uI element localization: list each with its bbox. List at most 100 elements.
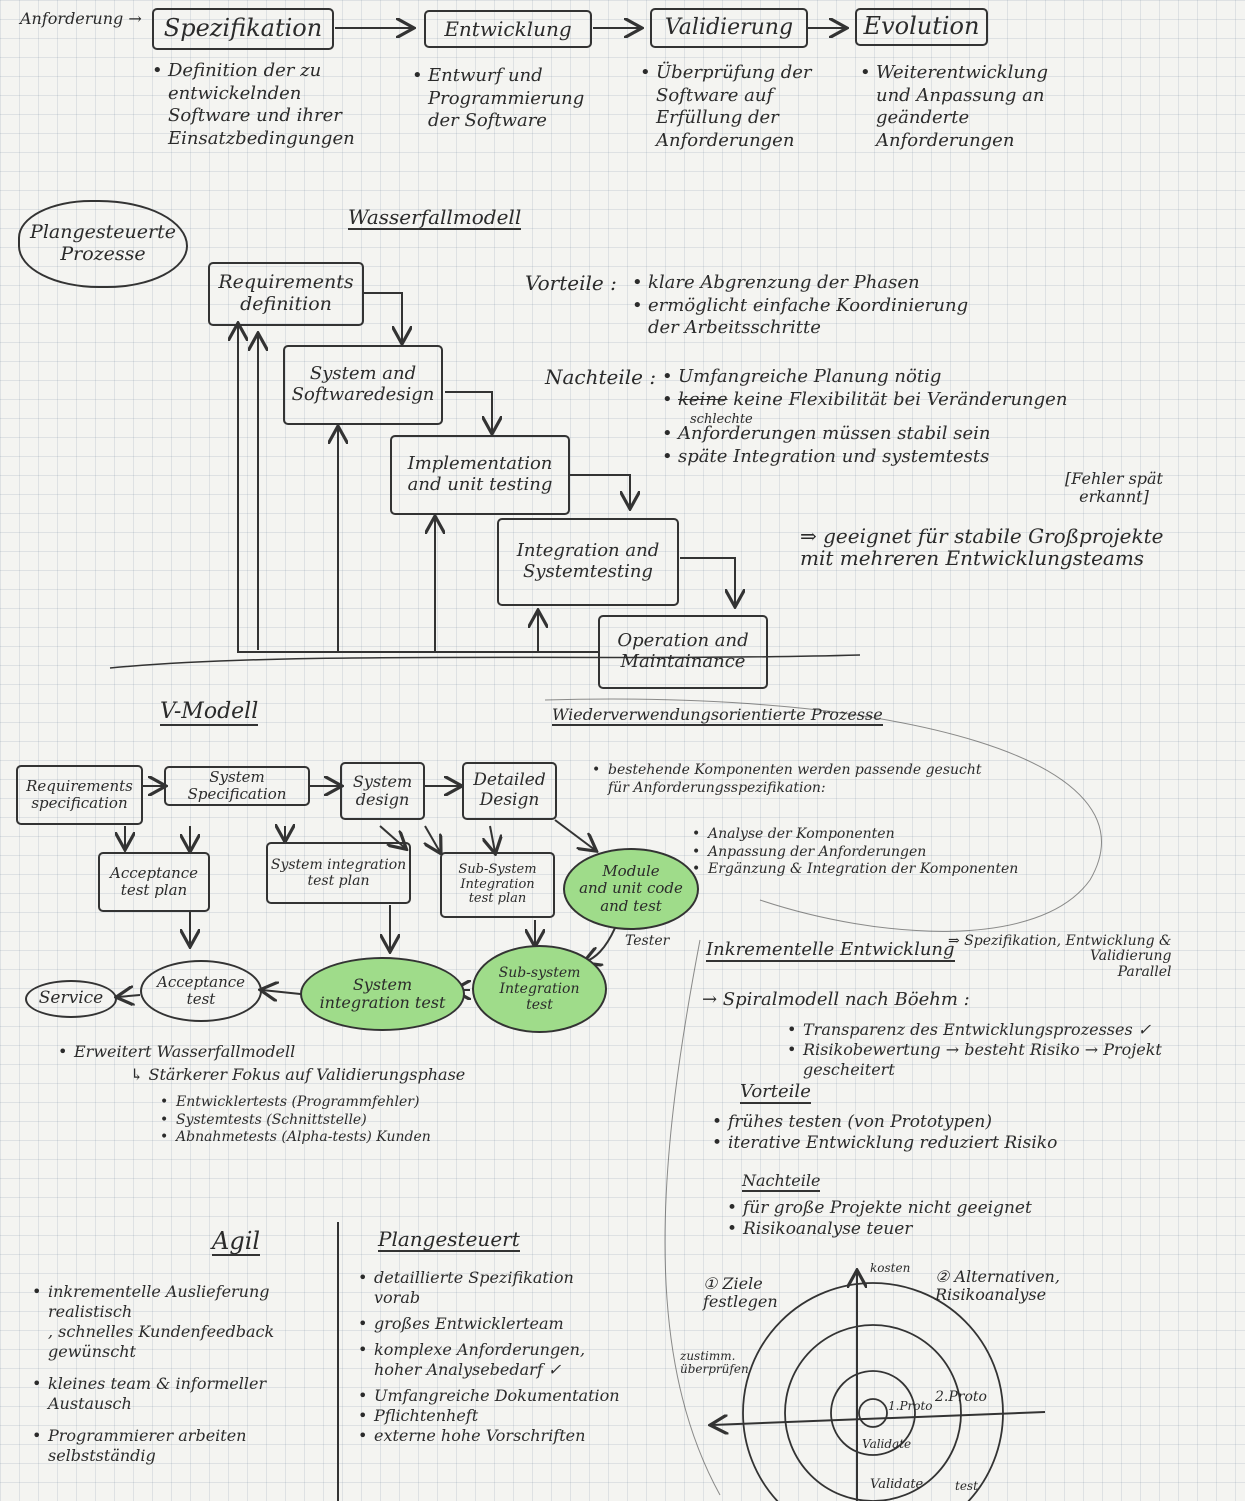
vmodel-notes: Erweitert Wasserfallmodell xyxy=(56,1042,476,1062)
vmodel-note-item: Entwicklertests (Programmfehler) xyxy=(158,1094,498,1112)
phase-entwicklung: Entwicklung xyxy=(424,10,592,48)
spiral-q2: ② Alternativen, Risikoanalyse xyxy=(935,1267,1060,1304)
spiral-title: → Spiralmodell nach Böehm : xyxy=(702,989,970,1010)
spiral-item: Risikobewertung → besteht Risiko → Proje… xyxy=(785,1040,1205,1080)
agil-title: Agil xyxy=(212,1227,261,1257)
waterfall-cons-label: Nachteile : xyxy=(545,365,657,389)
spiral-label: 1.Proto xyxy=(888,1399,933,1413)
vmodel-subsystem-plan: Sub-System Integration test plan xyxy=(440,852,555,918)
phase-desc-item: Überprüfung der Software auf Erfüllung d… xyxy=(638,62,838,152)
reuse-item: Ergänzung & Integration der Komponenten xyxy=(690,861,1060,879)
waterfall-conclusion: ⇒ geeignet für stabile Großprojekte mit … xyxy=(800,524,1164,570)
waterfall-con-item: späte Integration und systemtests xyxy=(660,446,1120,469)
vmodel-note-item: Abnahmetests (Alpha-tests) Kunden xyxy=(158,1129,498,1147)
phase-entwicklung-desc: Entwurf und Programmierung der Software xyxy=(410,65,610,133)
phase-desc-item: Entwurf und Programmierung der Software xyxy=(410,65,610,133)
spiral-list: Transparenz des Entwicklungsprozesses ✓ … xyxy=(785,1020,1205,1080)
waterfall-step-requirements: Requirements definition xyxy=(208,262,364,326)
phase-validierung: Validierung xyxy=(650,8,808,48)
waterfall-step-implementation: Implementation and unit testing xyxy=(390,435,570,515)
vmodel-module-unit: Module and unit code and test xyxy=(563,848,699,930)
cloud-plangesteuerte-prozesse: Plangesteuerte Prozesse xyxy=(18,200,188,288)
vmodel-requirements-spec: Requirements specification xyxy=(16,765,143,825)
incremental-pro-item: iterative Entwicklung reduziert Risiko xyxy=(710,1133,1110,1155)
plan-item: detaillierte Spezifikation vorab xyxy=(356,1268,666,1308)
plan-item: externe hohe Vorschriften xyxy=(356,1426,666,1446)
waterfall-step-design: System and Softwaredesign xyxy=(283,345,443,425)
waterfall-pro-item: klare Abgrenzung der Phasen xyxy=(630,272,1050,295)
vmodel-system-integration-plan: System integration test plan xyxy=(266,842,411,904)
waterfall-con-item: keine keine Flexibilität bei Veränderung… xyxy=(660,389,1120,412)
incremental-title: Inkrementelle Entwicklung xyxy=(706,939,955,962)
waterfall-con-strike: keine xyxy=(678,388,728,410)
waterfall-con-item: Umfangreiche Planung nötig xyxy=(660,366,1120,389)
incremental-pros-title: Vorteile xyxy=(740,1081,811,1104)
phase-evolution: Evolution xyxy=(855,8,988,46)
vmodel-tester-label: Tester xyxy=(625,933,670,949)
waterfall-bracket-note: [Fehler spät erkannt] xyxy=(1065,469,1163,506)
plan-item: großes Entwicklerteam xyxy=(356,1314,666,1334)
spiral-axis-top: kosten xyxy=(870,1261,911,1275)
phase-validierung-desc: Überprüfung der Software auf Erfüllung d… xyxy=(638,62,838,152)
waterfall-cons-list: Umfangreiche Planung nötig keine keine F… xyxy=(660,366,1120,468)
spiral-label: test xyxy=(955,1479,978,1493)
plan-item: komplexe Anforderungen, hoher Analysebed… xyxy=(356,1340,666,1380)
reuse-title: Wiederverwendungsorientierte Prozesse xyxy=(552,705,883,726)
waterfall-con-item: Anforderungen müssen stabil sein xyxy=(660,423,1120,446)
vmodel-system-integration-test: System integration test xyxy=(300,957,465,1031)
spiral-label: 2.Proto xyxy=(935,1389,987,1405)
incremental-pros: frühes testen (von Prototypen) iterative… xyxy=(710,1112,1110,1155)
incremental-pro-item: frühes testen (von Prototypen) xyxy=(710,1112,1110,1134)
reuse-main: bestehende Komponenten werden passende g… xyxy=(590,762,990,797)
vmodel-acceptance-test: Acceptance test xyxy=(140,960,262,1022)
incremental-note: ⇒ Spezifikation, Entwicklung & Validieru… xyxy=(948,933,1172,980)
vmodel-system-design: System design xyxy=(340,762,425,820)
waterfall-step-operation: Operation and Maintainance xyxy=(598,615,768,689)
waterfall-cons-correction: schlechte xyxy=(690,412,753,427)
phases-lead: Anforderung → xyxy=(20,9,142,28)
vmodel-title: V-Modell xyxy=(160,699,259,727)
agil-item: kleines team & informeller Austausch xyxy=(30,1374,335,1414)
waterfall-pros-list: klare Abgrenzung der Phasen ermöglicht e… xyxy=(630,272,1050,340)
vmodel-system-spec: System Specification xyxy=(164,766,310,806)
spiral-q1: ① Ziele festlegen xyxy=(703,1274,778,1311)
spiral-left-label: zustimm. überprüfen xyxy=(680,1349,749,1377)
reuse-list: Analyse der Komponenten Anpassung der An… xyxy=(690,826,1060,879)
waterfall-pro-item: ermöglicht einfache Koordinierung der Ar… xyxy=(630,295,1050,340)
phase-evolution-desc: Weiterentwicklung und Anpassung an geänd… xyxy=(858,62,1088,152)
plan-item: Umfangreiche Dokumentation xyxy=(356,1386,666,1406)
incremental-cons: für große Projekte nicht geeignet Risiko… xyxy=(725,1198,1125,1241)
spiral-label: Validate xyxy=(862,1437,912,1451)
incremental-con-item: für große Projekte nicht geeignet xyxy=(725,1198,1125,1220)
incremental-cons-title: Nachteile xyxy=(742,1171,821,1192)
plan-list: detaillierte Spezifikation vorab großes … xyxy=(356,1268,666,1446)
spiral-item: Transparenz des Entwicklungsprozesses ✓ xyxy=(785,1020,1205,1040)
reuse-main-item: bestehende Komponenten werden passende g… xyxy=(590,762,990,797)
spiral-label: Validate xyxy=(870,1477,924,1492)
reuse-item: Analyse der Komponenten xyxy=(690,826,1060,844)
plan-item: Pflichtenheft xyxy=(356,1406,666,1426)
reuse-item: Anpassung der Anforderungen xyxy=(690,844,1060,862)
vmodel-notes-sub: ↳ Stärkerer Fokus auf Validierungsphase xyxy=(130,1065,466,1084)
agil-item: Programmierer arbeiten selbstständig xyxy=(30,1426,335,1466)
vmodel-detailed-design: Detailed Design xyxy=(462,762,557,820)
waterfall-title: Wasserfallmodell xyxy=(348,205,522,230)
vmodel-note-item: Systemtests (Schnittstelle) xyxy=(158,1112,498,1130)
vmodel-service: Service xyxy=(25,980,117,1018)
incremental-con-item: Risikoanalyse teuer xyxy=(725,1219,1125,1241)
agil-list: inkrementelle Auslieferung realistisch ,… xyxy=(30,1282,335,1466)
waterfall-con-text: keine Flexibilität bei Veränderungen xyxy=(733,388,1068,410)
waterfall-pros-label: Vorteile : xyxy=(525,271,617,295)
phase-spezifikation-desc: Definition der zu entwickelnden Software… xyxy=(150,60,380,150)
vmodel-notes-list: Entwicklertests (Programmfehler) Systemt… xyxy=(158,1094,498,1147)
vmodel-acceptance-plan: Acceptance test plan xyxy=(98,852,210,912)
waterfall-step-integration: Integration and Systemtesting xyxy=(497,518,679,606)
phase-desc-item: Definition der zu entwickelnden Software… xyxy=(150,60,380,150)
vmodel-subsystem-test: Sub-system Integration test xyxy=(472,945,607,1033)
plan-title: Plangesteuert xyxy=(378,1227,520,1252)
agil-item: inkrementelle Auslieferung realistisch ,… xyxy=(30,1282,335,1362)
vmodel-notes-head: Erweitert Wasserfallmodell xyxy=(56,1042,476,1062)
phase-desc-item: Weiterentwicklung und Anpassung an geänd… xyxy=(858,62,1088,152)
phase-spezifikation: Spezifikation xyxy=(152,8,334,50)
